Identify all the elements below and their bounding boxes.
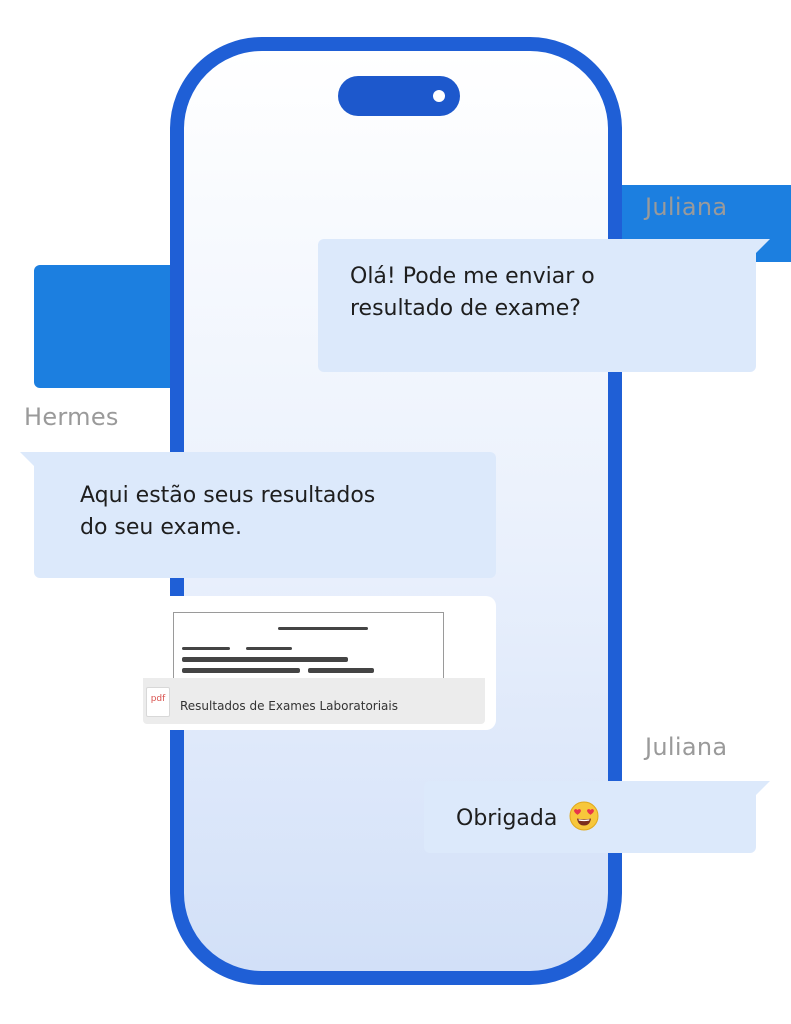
doc-preview-line	[308, 668, 374, 673]
bubble-tail	[756, 781, 770, 795]
message-bubble-hermes-reply[interactable]: Aqui estão seus resultados do seu exame.	[34, 452, 496, 578]
pdf-file-icon: pdf	[146, 687, 170, 717]
message-line: resultado de exame?	[350, 295, 581, 321]
phone-camera-dot	[433, 90, 445, 102]
doc-preview-line	[182, 657, 348, 662]
doc-preview-line	[182, 647, 230, 650]
sender-name-juliana: Juliana	[645, 193, 728, 221]
message-line: Olá! Pode me enviar o	[350, 264, 595, 289]
attachment-footer[interactable]	[143, 678, 485, 724]
pdf-preview-thumbnail	[173, 612, 444, 680]
sender-name-hermes: Hermes	[24, 403, 119, 431]
bubble-tail	[20, 452, 34, 466]
message-line: do seu exame.	[80, 514, 242, 540]
heart-eyes-emoji-icon	[569, 801, 599, 831]
doc-preview-line	[182, 668, 300, 673]
message-bubble-juliana-thanks[interactable]: Obrigada	[424, 781, 756, 853]
doc-preview-line	[278, 627, 368, 630]
attachment-file-name[interactable]: Resultados de Exames Laboratoriais	[180, 699, 398, 713]
message-text: Obrigada	[456, 806, 558, 831]
message-bubble-juliana-request[interactable]: Olá! Pode me enviar o resultado de exame…	[318, 239, 756, 372]
bubble-tail	[756, 239, 770, 253]
doc-preview-line	[246, 647, 292, 650]
message-line: Aqui estão seus resultados	[80, 483, 376, 508]
sender-name-juliana: Juliana	[645, 733, 728, 761]
